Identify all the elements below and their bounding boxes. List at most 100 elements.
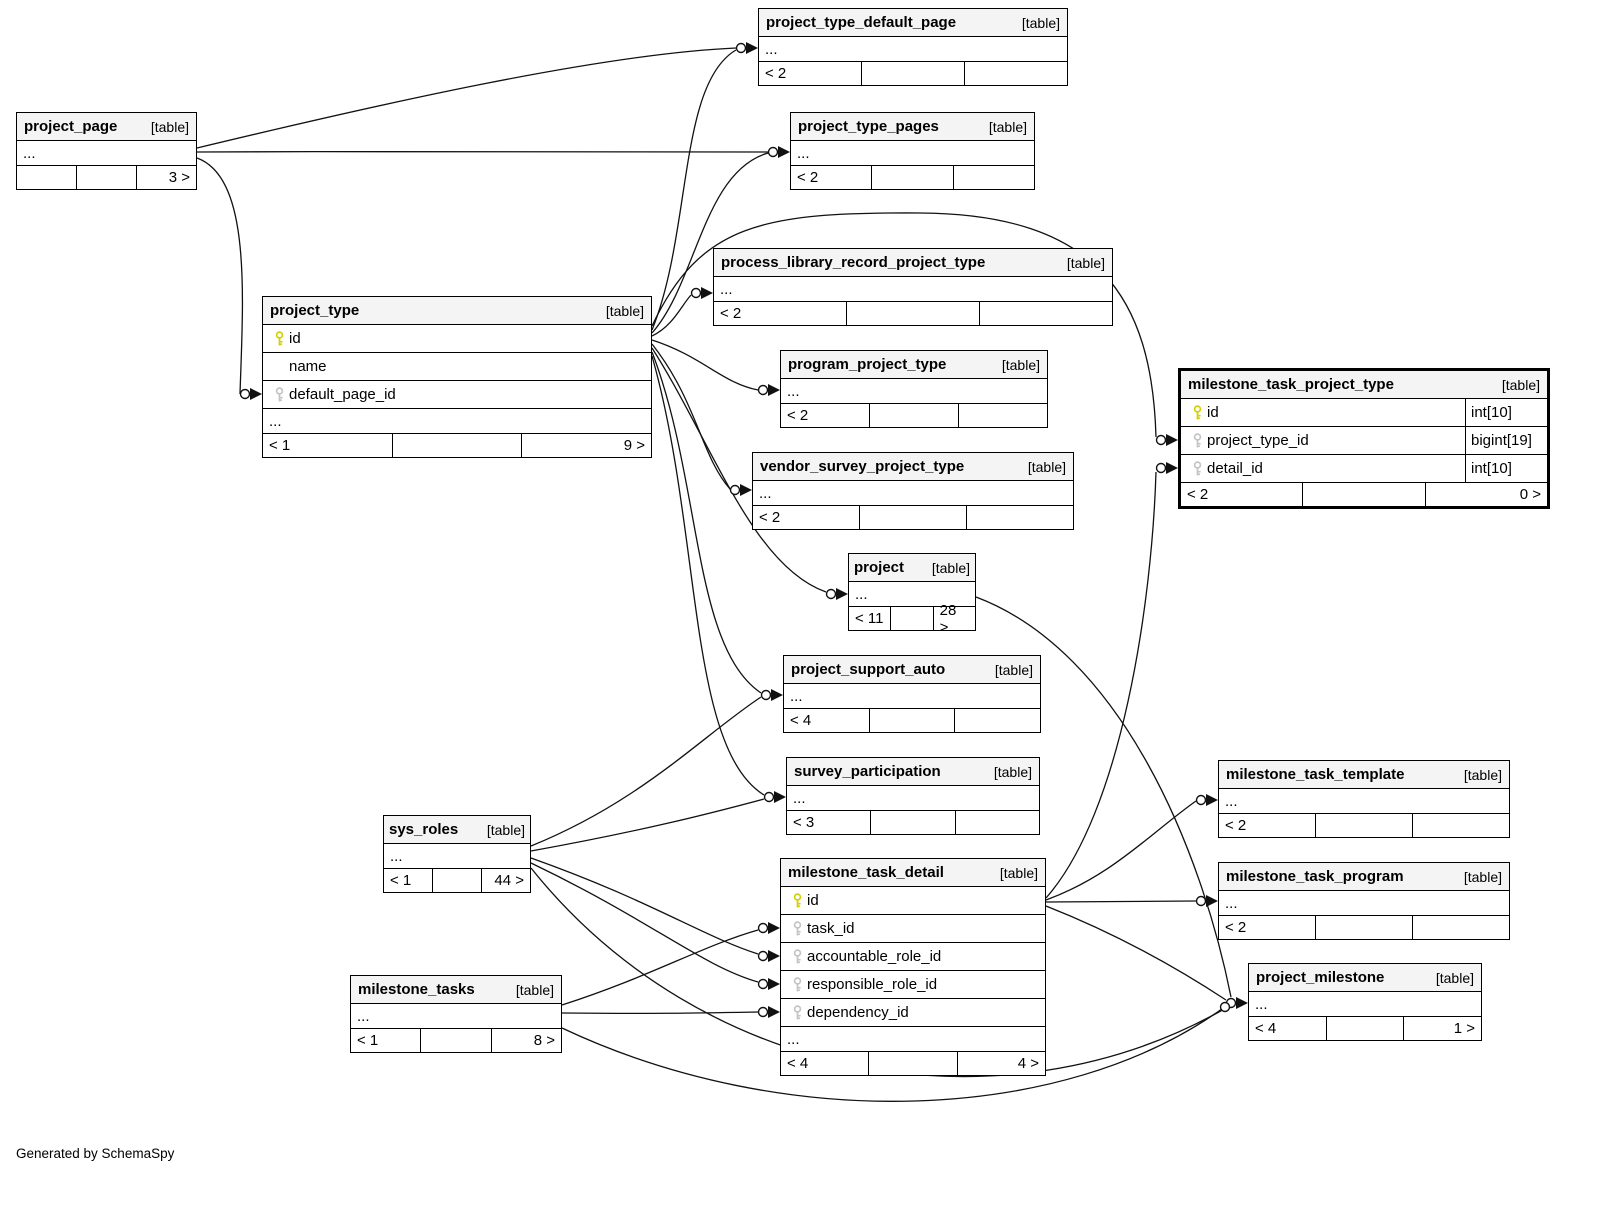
table-footer: < 2 xyxy=(714,302,1112,325)
table-tag: [table] xyxy=(988,118,1027,135)
table-project_page[interactable]: project_page [table] ... 3 > xyxy=(16,112,197,190)
table-tag: [table] xyxy=(993,763,1032,780)
table-header[interactable]: milestone_task_program [table] xyxy=(1219,863,1509,891)
table-sys_roles[interactable]: sys_roles [table] ... < 1 44 > xyxy=(383,815,531,893)
column-type: bigint[19] xyxy=(1465,427,1541,454)
column-row-accountable_role_id: accountable_role_id xyxy=(781,943,1045,971)
table-title[interactable]: milestone_task_detail xyxy=(788,864,944,881)
table-header[interactable]: milestone_task_detail [table] xyxy=(781,859,1045,887)
table-header[interactable]: project_page [table] xyxy=(17,113,196,141)
table-title[interactable]: milestone_tasks xyxy=(358,981,475,998)
columns-ellipsis-row: ... xyxy=(384,844,530,869)
table-title[interactable]: milestone_task_template xyxy=(1226,766,1405,783)
columns-ellipsis-row: ... xyxy=(1249,992,1481,1017)
table-title[interactable]: project_support_auto xyxy=(791,661,946,678)
column-row-dependency_id: dependency_id xyxy=(781,999,1045,1027)
table-project[interactable]: project [table] ... < 11 28 > xyxy=(848,553,976,636)
column-name: id xyxy=(1207,404,1219,421)
footer-parents-count: < 2 xyxy=(1225,919,1247,936)
table-title[interactable]: milestone_task_program xyxy=(1226,868,1404,885)
table-title[interactable]: program_project_type xyxy=(788,356,947,373)
columns-ellipsis-row: ... xyxy=(1219,789,1509,814)
table-header[interactable]: project_type_pages [table] xyxy=(791,113,1034,141)
table-project_type_pages[interactable]: project_type_pages [table] ... < 2 xyxy=(790,112,1035,190)
footer-children-count xyxy=(954,811,1039,834)
table-tag: [table] xyxy=(1435,969,1474,986)
table-title[interactable]: milestone_task_project_type xyxy=(1188,376,1394,393)
table-project_type_default_page[interactable]: project_type_default_page [table] ... < … xyxy=(758,8,1068,86)
table-milestone_task_program[interactable]: milestone_task_program [table] ... < 2 xyxy=(1218,862,1510,940)
column-row-project_type_id: project_type_id bigint[19] xyxy=(1181,427,1547,455)
column-row-name: name xyxy=(263,353,651,381)
table-footer: < 2 xyxy=(753,506,1073,529)
table-tag: [table] xyxy=(994,661,1033,678)
table-tag: [table] xyxy=(1066,254,1105,271)
column-row-detail_id: detail_id int[10] xyxy=(1181,455,1547,483)
table-header[interactable]: project_type [table] xyxy=(263,297,651,325)
table-header[interactable]: process_library_record_project_type [tab… xyxy=(714,249,1112,277)
table-tag: [table] xyxy=(1001,356,1040,373)
table-tag: [table] xyxy=(515,981,554,998)
column-row-default_page_id: default_page_id xyxy=(263,381,651,409)
footer-parents-count: < 2 xyxy=(720,305,742,322)
table-footer: < 2 xyxy=(781,404,1047,427)
footer-children-count xyxy=(966,506,1073,529)
table-survey_participation[interactable]: survey_participation [table] ... < 3 xyxy=(786,757,1040,835)
table-project_type[interactable]: project_type [table] id name default_pag… xyxy=(262,296,652,458)
column-name: dependency_id xyxy=(807,1004,909,1021)
table-footer: < 4 xyxy=(784,709,1040,732)
table-header[interactable]: project_support_auto [table] xyxy=(784,656,1040,684)
table-milestone_task_detail[interactable]: milestone_task_detail [table] id task_id… xyxy=(780,858,1046,1076)
table-milestone_task_template[interactable]: milestone_task_template [table] ... < 2 xyxy=(1218,760,1510,838)
table-title[interactable]: project xyxy=(854,559,905,576)
table-header[interactable]: milestone_task_project_type [table] xyxy=(1181,371,1547,399)
table-tag: [table] xyxy=(605,302,644,319)
table-title[interactable]: process_library_record_project_type xyxy=(721,254,986,271)
table-milestone_tasks[interactable]: milestone_tasks [table] ... < 1 8 > xyxy=(350,975,562,1053)
table-vendor_survey_project_type[interactable]: vendor_survey_project_type [table] ... <… xyxy=(752,452,1074,530)
table-title[interactable]: project_milestone xyxy=(1256,969,1385,986)
table-title[interactable]: project_type_default_page xyxy=(766,14,957,31)
table-project_support_auto[interactable]: project_support_auto [table] ... < 4 xyxy=(783,655,1041,733)
column-name: task_id xyxy=(807,920,855,937)
table-tag: [table] xyxy=(1463,766,1502,783)
table-header[interactable]: project [table] xyxy=(849,554,975,582)
table-header[interactable]: milestone_tasks [table] xyxy=(351,976,561,1004)
columns-ellipsis-row: ... xyxy=(791,141,1034,166)
table-milestone_task_project_type[interactable]: milestone_task_project_type [table] id i… xyxy=(1178,368,1550,509)
table-footer: < 4 1 > xyxy=(1249,1017,1481,1040)
table-tag: [table] xyxy=(1501,376,1540,393)
foreign-key-icon xyxy=(1187,432,1207,449)
table-tag: [table] xyxy=(999,864,1038,881)
table-tag: [table] xyxy=(150,118,189,135)
table-title[interactable]: project_type xyxy=(270,302,360,319)
table-title[interactable]: project_page xyxy=(24,118,118,135)
column-name: responsible_role_id xyxy=(807,976,938,993)
table-project_milestone[interactable]: project_milestone [table] ... < 4 1 > xyxy=(1248,963,1482,1041)
column-name: id xyxy=(289,330,301,347)
table-footer: < 2 xyxy=(1219,916,1509,939)
table-header[interactable]: program_project_type [table] xyxy=(781,351,1047,379)
footer-middle xyxy=(859,506,966,529)
table-header[interactable]: sys_roles [table] xyxy=(384,816,530,844)
table-title[interactable]: project_type_pages xyxy=(798,118,939,135)
table-title[interactable]: vendor_survey_project_type xyxy=(760,458,965,475)
table-title[interactable]: sys_roles xyxy=(389,821,459,838)
table-tag: [table] xyxy=(931,559,970,576)
table-program_project_type[interactable]: program_project_type [table] ... < 2 xyxy=(780,350,1048,428)
footer-children-count xyxy=(964,62,1067,85)
table-title[interactable]: survey_participation xyxy=(794,763,941,780)
table-header[interactable]: project_milestone [table] xyxy=(1249,964,1481,992)
table-header[interactable]: vendor_survey_project_type [table] xyxy=(753,453,1073,481)
footer-parents-count: < 2 xyxy=(797,169,819,186)
footer-children-count: 9 > xyxy=(521,434,651,457)
table-process_library_record_project_type[interactable]: process_library_record_project_type [tab… xyxy=(713,248,1113,326)
table-header[interactable]: survey_participation [table] xyxy=(787,758,1039,786)
table-header[interactable]: project_type_default_page [table] xyxy=(759,9,1067,37)
table-tag: [table] xyxy=(486,821,525,838)
column-row-id: id xyxy=(781,887,1045,915)
foreign-key-icon xyxy=(787,920,807,937)
table-header[interactable]: milestone_task_template [table] xyxy=(1219,761,1509,789)
footer-middle xyxy=(871,166,952,189)
footer-parents-count: < 4 xyxy=(790,712,812,729)
